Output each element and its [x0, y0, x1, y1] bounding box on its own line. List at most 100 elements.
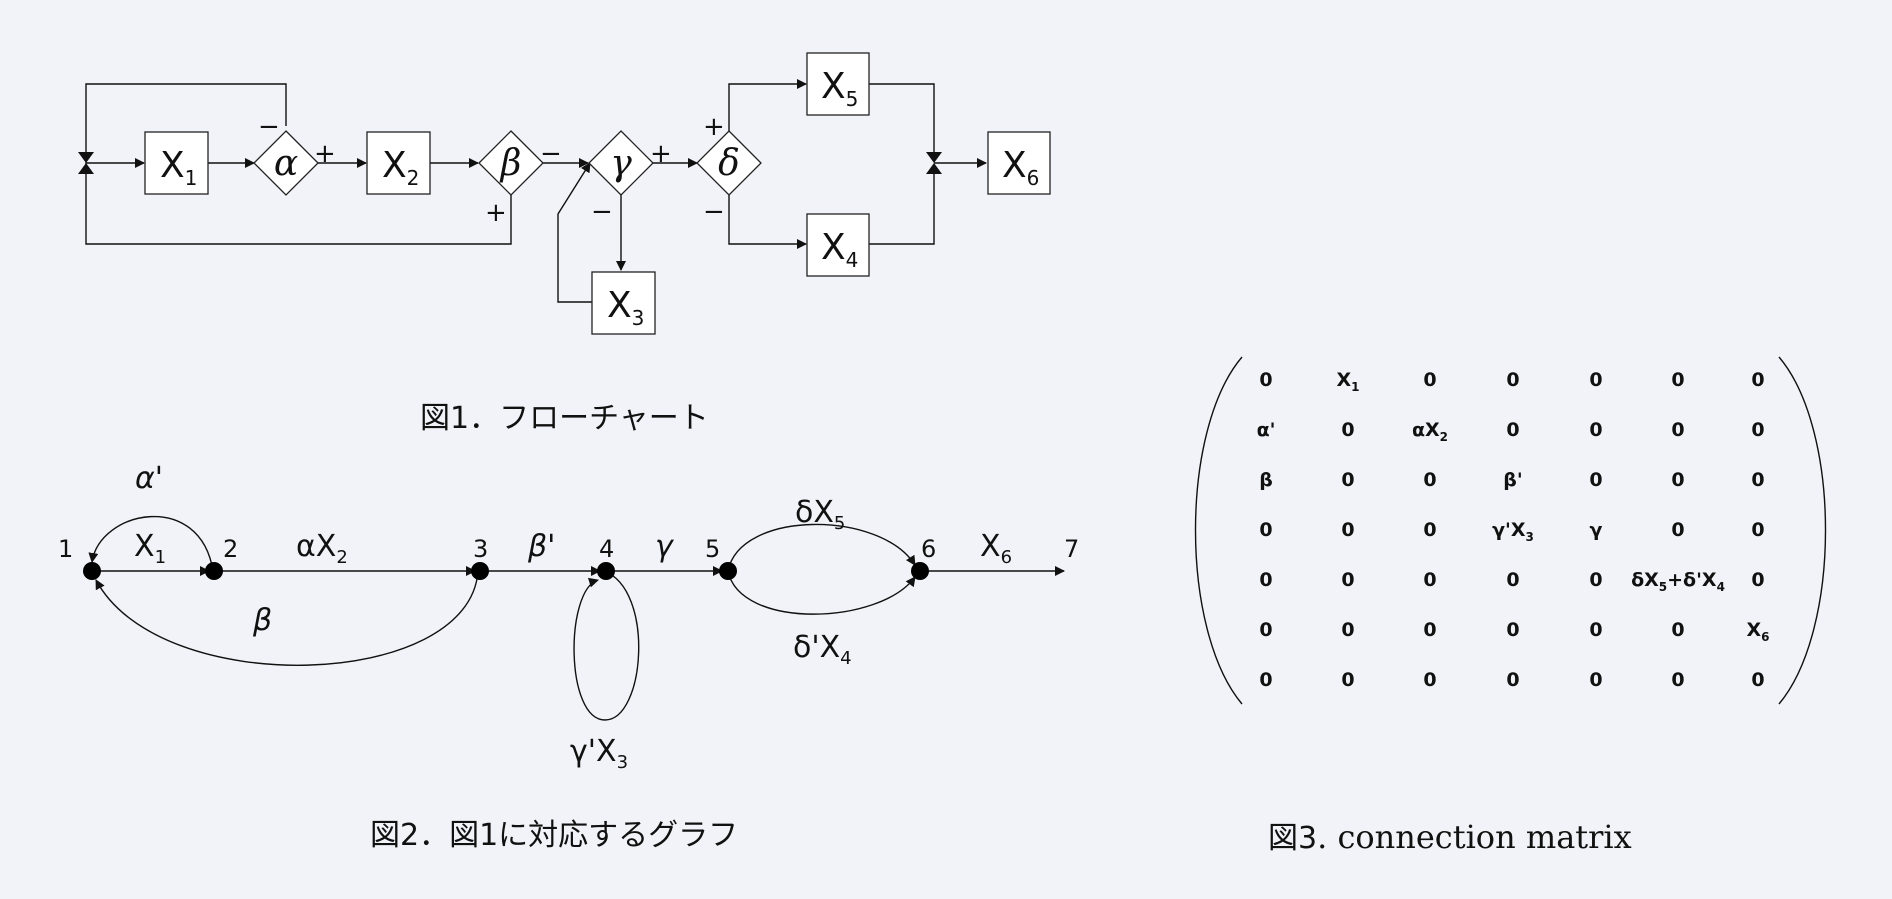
fc-box-x4-label: X [821, 227, 846, 268]
gr-edge-delta-x5 [727, 523, 916, 572]
matrix-cell-r2-c5: 0 [1589, 419, 1602, 441]
svg-text:X6: X6 [1002, 145, 1039, 190]
fc-decision-gamma-label: γ [610, 143, 632, 184]
fig2-caption: 図2．図1に対応するグラフ [370, 818, 738, 853]
matrix-cell-r3-c1: β [1259, 469, 1273, 491]
gr-node-7-label: 7 [1064, 535, 1079, 563]
fc-decision-beta-label: β [499, 143, 522, 184]
svg-text:X5: X5 [821, 66, 858, 111]
matrix-cell-r7-c5: 0 [1589, 669, 1602, 691]
gr-edge-beta [95, 570, 479, 666]
fc-decision-alpha: α [253, 130, 319, 196]
matrix-cell-r6-c5: 0 [1589, 619, 1602, 641]
matrix-cell-r3-c3: 0 [1423, 469, 1436, 491]
fc-box-x6-sub: 6 [1027, 166, 1040, 190]
fc-x5-merge-line [869, 83, 935, 152]
matrix-cell-r6-c4: 0 [1506, 619, 1519, 641]
matrix-cell-r4-c3: 0 [1423, 519, 1436, 541]
matrix-cell-r1-c1: 0 [1259, 369, 1272, 391]
fc-decision-gamma: γ [588, 130, 654, 196]
gr-label-gamma: γ [655, 529, 675, 564]
fc-box-x6-label: X [1002, 145, 1027, 186]
matrix-cell-r3-c2: 0 [1341, 469, 1354, 491]
gr-node-5-label: 5 [705, 535, 720, 563]
matrix-cell-r3-c6: 0 [1671, 469, 1684, 491]
fc-sign-delta-top-plus: + [703, 112, 725, 142]
gr-label-gamma-prime-x3: γ'X3 [570, 734, 628, 773]
gr-node-2-label: 2 [223, 535, 238, 563]
fc-decision-delta: δ [696, 130, 762, 196]
fc-x3-return-line [557, 162, 592, 303]
matrix-cell-r6-c3: 0 [1423, 619, 1436, 641]
fc-arrow-to-x5 [728, 79, 807, 132]
matrix-cell-r5-c5: 0 [1589, 569, 1602, 591]
matrix-cell-r1-c3: 0 [1423, 369, 1436, 391]
fc-box-x4-sub: 4 [846, 248, 859, 272]
matrix-cell-r6-c7: X6 [1746, 619, 1769, 644]
fc-feedback-beta-line [85, 162, 512, 245]
gr-label-alpha-prime: α' [135, 461, 163, 496]
gr-label-delta-x5: δX5 [795, 495, 845, 534]
matrix-cell-r4-c6: 0 [1671, 519, 1684, 541]
matrix-cell-r4-c2: 0 [1341, 519, 1354, 541]
matrix-cell-r4-c4: γ'X3 [1492, 519, 1534, 544]
fc-sign-beta-bottom-plus: + [485, 198, 507, 228]
matrix-cell-r5-c2: 0 [1341, 569, 1354, 591]
figure1-flowchart: X1 X2 X3 X4 X5 X6 α β [78, 52, 1051, 436]
matrix-cell-r1-c2: X1 [1336, 369, 1359, 394]
gr-node-1 [83, 562, 101, 580]
gr-node-3 [471, 562, 489, 580]
matrix-cell-r5-c6: δX5+δ'X4 [1631, 569, 1725, 594]
matrix-cell-r2-c7: 0 [1751, 419, 1764, 441]
fc-box-x1-sub: 1 [185, 166, 198, 190]
matrix-cell-r2-c2: 0 [1341, 419, 1354, 441]
matrix-cell-r6-c6: 0 [1671, 619, 1684, 641]
gr-node-2 [205, 562, 223, 580]
matrix-cell-r2-c4: 0 [1506, 419, 1519, 441]
matrix-cell-r3-c4: β' [1503, 469, 1522, 491]
fc-arrow-to-x4 [728, 194, 807, 249]
fc-sign-gamma-right-plus: + [650, 139, 672, 169]
fc-decision-beta: β [478, 130, 544, 196]
fc-sign-delta-bottom-minus: − [703, 197, 725, 227]
matrix-cell-r4-c5: γ [1590, 519, 1603, 541]
matrix-cell-r1-c5: 0 [1589, 369, 1602, 391]
matrix-cell-r6-c2: 0 [1341, 619, 1354, 641]
matrix-cell-r5-c3: 0 [1423, 569, 1436, 591]
matrix-cell-r3-c5: 0 [1589, 469, 1602, 491]
fc-decision-delta-label: δ [718, 143, 740, 184]
gr-label-x1: X1 [134, 529, 166, 568]
fig3-caption: 図3. connection matrix [1268, 818, 1632, 856]
matrix-cell-r7-c4: 0 [1506, 669, 1519, 691]
fc-box-x1-label: X [160, 145, 185, 186]
fc-feedback-alpha-line [85, 83, 287, 160]
fc-sign-beta-right-minus: − [540, 139, 562, 169]
fc-box-x2-sub: 2 [407, 166, 420, 190]
figure2-graph: 1 2 3 4 5 6 7 X1 αX2 β' γ δX5 δ'X4 X6 α'… [58, 461, 1079, 853]
matrix-cell-r5-c1: 0 [1259, 569, 1272, 591]
gr-node-5 [719, 562, 737, 580]
fc-x4-merge-line [869, 174, 935, 245]
matrix-cell-r5-c4: 0 [1506, 569, 1519, 591]
gr-node-4-label: 4 [599, 535, 614, 563]
fc-box-x3-sub: 3 [632, 306, 645, 330]
fc-box-x6: X6 [987, 131, 1051, 195]
fc-sign-alpha-top-minus: − [258, 112, 280, 142]
matrix-cell-r7-c6: 0 [1671, 669, 1684, 691]
gr-label-alpha-x2: αX2 [296, 529, 348, 568]
svg-text:X3: X3 [607, 285, 644, 330]
gr-node-4 [597, 562, 615, 580]
gr-label-delta-prime-x4: δ'X4 [793, 630, 852, 669]
matrix-cell-r4-c1: 0 [1259, 519, 1272, 541]
fc-box-x2: X2 [366, 131, 431, 195]
matrix-cell-r1-c7: 0 [1751, 369, 1764, 391]
matrix-cell-r7-c3: 0 [1423, 669, 1436, 691]
fig1-caption: 図1．フローチャート [420, 401, 709, 436]
fc-box-x2-label: X [382, 145, 407, 186]
svg-text:X2: X2 [382, 145, 419, 190]
matrix-cell-r5-c7: 0 [1751, 569, 1764, 591]
gr-node-6-label: 6 [921, 535, 936, 563]
